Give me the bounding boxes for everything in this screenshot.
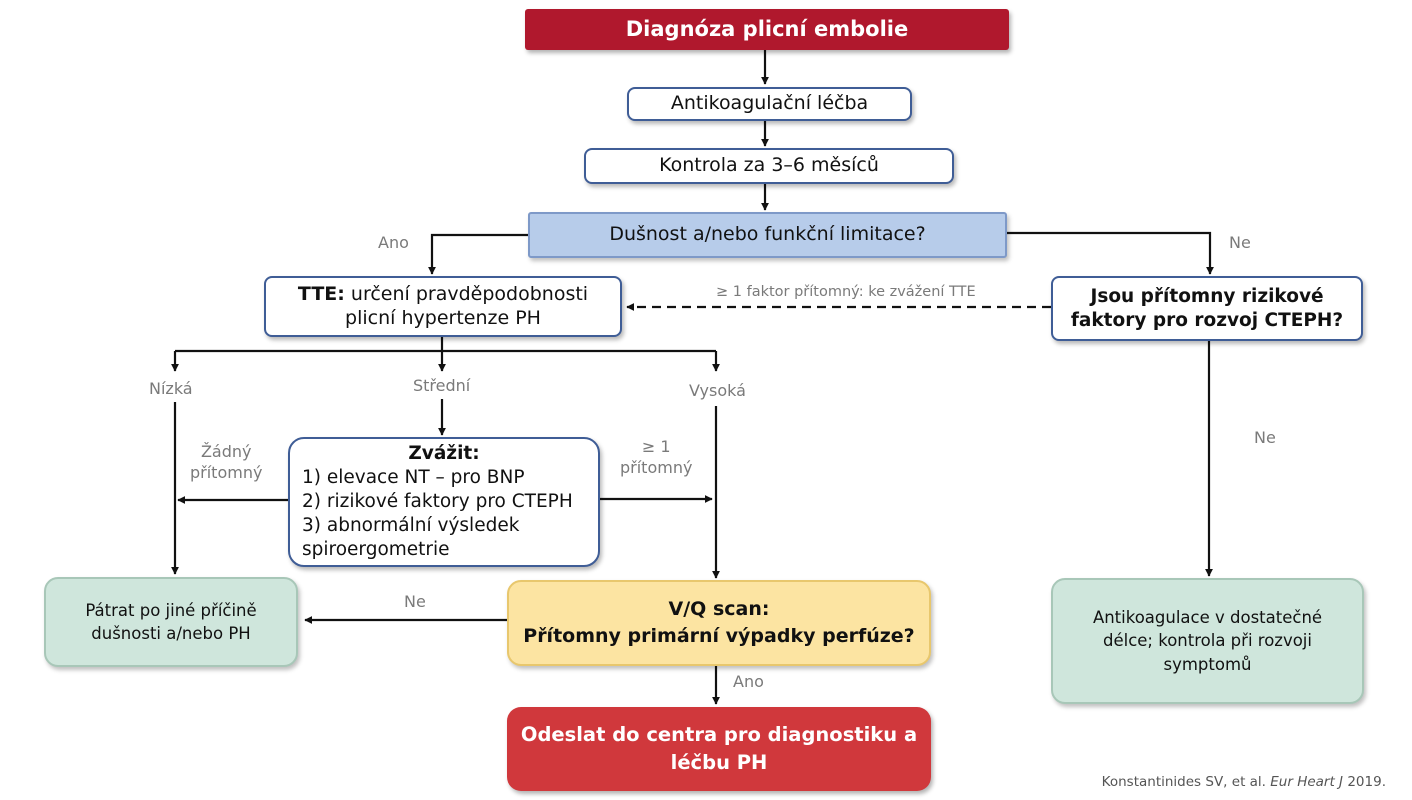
long-anticoag-line-1: Antikoagulace v dostatečné — [1092, 608, 1323, 628]
citation: Konstantinides SV, et al. Eur Heart J 20… — [1102, 774, 1386, 790]
citation-year: 2019. — [1347, 774, 1386, 790]
consider-item-1: 1) elevace NT – pro BNP — [302, 466, 525, 488]
tte-node: TTE: určení pravděpodobnosti plicní hype… — [264, 276, 622, 337]
edge-label-none-present: Žádný přítomný — [190, 442, 262, 484]
other-cause-node: Pátrat po jiné příčině dušnosti a/nebo P… — [44, 577, 298, 667]
citation-authors: Konstantinides SV, et al. — [1101, 774, 1266, 790]
edge-label-no-lower: Ne — [1254, 428, 1276, 447]
tte-rest-label-1: určení pravděpodobnosti — [350, 282, 589, 305]
anticoagulation-label: Antikoagulační léčba — [670, 92, 869, 115]
edge-label-no: Ne — [1229, 233, 1251, 252]
refer-line-1: Odeslat do centra pro diagnostiku a — [520, 722, 918, 746]
vq-line-1: V/Q scan: — [668, 598, 770, 621]
followup-label: Kontrola za 3–6 měsíců — [659, 154, 879, 177]
other-cause-line-1: Pátrat po jiné příčině — [85, 600, 257, 620]
diagnosis-node: Diagnóza plicní embolie — [525, 9, 1009, 50]
tte-line-1: TTE: určení pravděpodobnosti — [298, 283, 588, 307]
tte-bold-label: TTE: — [297, 282, 345, 305]
long-anticoagulation-node: Antikoagulace v dostatečné délce; kontro… — [1051, 578, 1364, 704]
edge-label-one-present: ≥ 1 přítomný — [620, 437, 692, 479]
edge-label-medium: Střední — [413, 376, 471, 395]
followup-node: Kontrola za 3–6 měsíců — [584, 148, 954, 184]
arrow-question-to-tte — [428, 233, 528, 275]
edge-label-none-present-2: přítomný — [190, 462, 263, 482]
other-cause-line-2: dušnosti a/nebo PH — [91, 624, 251, 643]
consider-item-3: 3) abnormální výsledek — [302, 515, 520, 537]
edge-label-factor-present: ≥ 1 faktor přítomný: ke zvážení TTE — [716, 284, 976, 300]
dyspnea-question-node: Dušnost a/nebo funkční limitace? — [528, 212, 1007, 258]
vq-line-2: Přítomny primární výpadky perfúze? — [523, 625, 915, 647]
edge-label-vq-no: Ne — [404, 592, 426, 611]
edge-label-low: Nízká — [149, 379, 193, 398]
long-anticoag-line-2: délce; kontrola při rozvoji — [1103, 631, 1312, 651]
vq-scan-node: V/Q scan: Přítomny primární výpadky perf… — [507, 580, 931, 666]
anticoagulation-node: Antikoagulační léčba — [627, 87, 912, 121]
refer-node: Odeslat do centra pro diagnostiku a léčb… — [507, 707, 931, 791]
long-anticoag-line-3: symptomů — [1163, 654, 1252, 674]
risk-question-node: Jsou přítomny rizikové faktory pro rozvo… — [1051, 276, 1363, 341]
consider-item-3-cont: spiroergometrie — [302, 539, 450, 561]
refer-line-2: léčbu PH — [670, 751, 768, 774]
edge-label-high: Vysoká — [689, 381, 746, 400]
risk-question-line-2: faktory pro rozvoj CTEPH? — [1070, 309, 1344, 331]
edge-label-yes: Ano — [378, 233, 409, 252]
citation-journal: Eur Heart J — [1270, 774, 1344, 790]
dyspnea-question-label: Dušnost a/nebo funkční limitace? — [609, 223, 926, 246]
risk-question-line-1: Jsou přítomny rizikové — [1090, 286, 1324, 308]
tte-line-2: plicní hypertenze PH — [345, 306, 541, 329]
edge-label-one-present-2: přítomný — [620, 457, 693, 477]
edge-label-none-present-1: Žádný — [200, 442, 252, 461]
consider-node: Zvážit: 1) elevace NT – pro BNP 2) rizik… — [288, 437, 600, 567]
arrow-question-to-risk — [1007, 231, 1214, 275]
edge-label-vq-yes: Ano — [733, 672, 764, 691]
edge-label-one-present-1: ≥ 1 — [641, 437, 671, 456]
consider-head: Zvážit: — [408, 442, 480, 464]
diagnosis-label: Diagnóza plicní embolie — [625, 17, 909, 42]
consider-item-2: 2) rizikové faktory pro CTEPH — [302, 490, 573, 512]
